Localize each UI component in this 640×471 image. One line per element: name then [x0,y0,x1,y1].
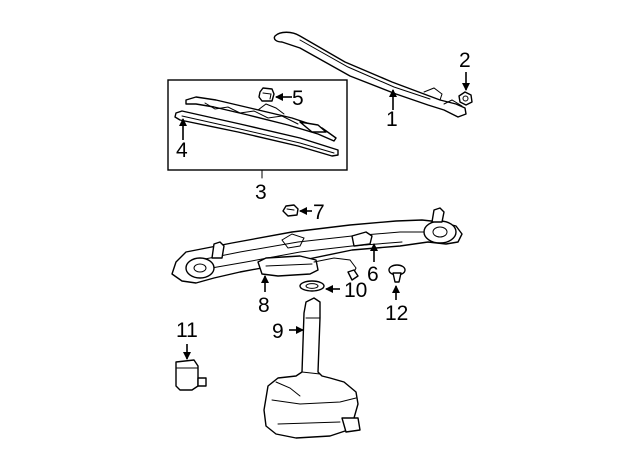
wiper-motor [257,255,359,281]
label-part-10: 10 [344,279,367,302]
pivot-cap [282,204,299,217]
wiper-arm [273,31,467,118]
label-part-8: 8 [258,294,270,317]
label-part-11: 11 [176,319,198,342]
label-part-7: 7 [313,201,325,224]
washer-reservoir [263,297,361,439]
label-part-12: 12 [385,302,408,325]
label-part-1: 1 [386,108,398,131]
blade-clip [258,87,275,102]
label-part-5: 5 [292,87,304,110]
label-part-4: 4 [176,139,188,162]
blade-kit-box [167,79,348,171]
label-part-6: 6 [367,263,379,286]
label-part-2: 2 [459,49,471,72]
wiper-blade [185,96,337,142]
arm-nut [458,91,473,106]
washer-pump [175,359,207,391]
label-part-9: 9 [272,320,284,343]
grommet [299,280,325,292]
callout-arrows [179,72,470,360]
label-part-3: 3 [255,181,267,204]
wiper-linkage [171,207,463,284]
washer-nozzle [388,264,406,283]
